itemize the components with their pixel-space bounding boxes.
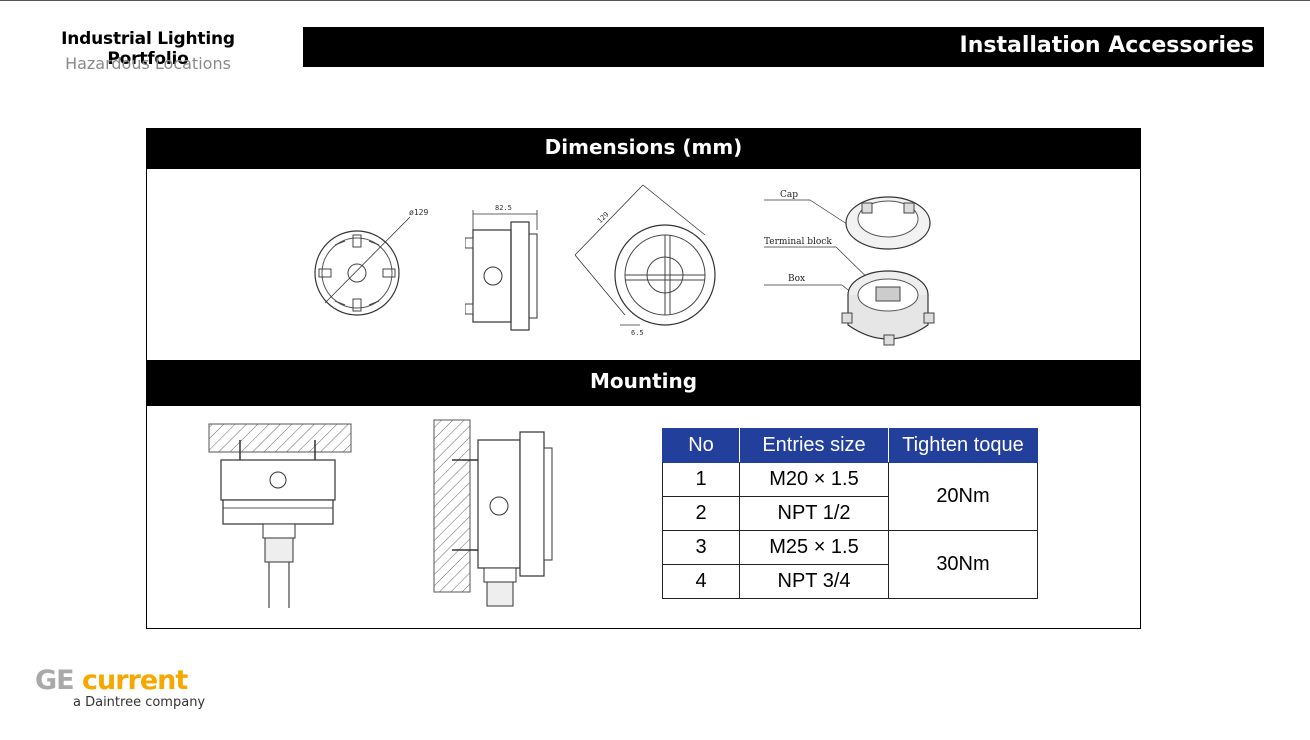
header-tighten-toque: Tighten toque: [888, 428, 1038, 463]
logo-current-text: current: [82, 665, 188, 696]
top-view-drawing: ø129: [314, 208, 428, 316]
mounting-section-title: Mounting: [147, 360, 1140, 406]
exploded-view-drawing: Cap Terminal block Box: [764, 190, 935, 346]
brand-title: Industrial Lighting Portfolio: [61, 29, 235, 69]
table-row: 4 NPT 3/4: [662, 564, 1038, 599]
box-label: Box: [788, 274, 805, 284]
row-size: M25 × 1.5: [739, 530, 889, 565]
table-row: 1 M20 × 1.5 20Nm: [662, 462, 1038, 531]
brand-subtitle: Hazardous Locations: [65, 54, 231, 73]
logo-ge-text: GE: [35, 665, 75, 696]
front-view-drawing: 129 6.5: [574, 184, 716, 337]
row-no: 2: [662, 496, 740, 531]
side-view-drawing: 82.5: [465, 204, 538, 331]
ge-current-logo: GE current: [35, 665, 188, 696]
row-no: 1: [662, 462, 740, 497]
torque-cell: 20Nm: [888, 462, 1038, 531]
content-frame: Dimensions (mm) Mounting: [146, 128, 1141, 629]
entries-torque-table: No Entries size Tighten toque 1 M20 × 1.…: [662, 428, 1038, 599]
row-no: 4: [662, 564, 740, 599]
ceiling-mount-drawing: [208, 423, 352, 608]
width-label: 82.5: [495, 204, 512, 212]
header-entries-size: Entries size: [739, 428, 889, 463]
terminal-block-label: Terminal block: [764, 237, 832, 247]
row-no: 3: [662, 530, 740, 565]
logo-tagline: a Daintree company: [73, 695, 206, 710]
wall-mount-drawing: [433, 419, 553, 607]
header-no: No: [662, 428, 740, 463]
dimensions-section-title: Dimensions (mm): [147, 129, 1140, 169]
row-size: NPT 1/2: [739, 496, 889, 531]
row-size: NPT 3/4: [739, 564, 889, 599]
hole-label: 6.5: [631, 329, 644, 337]
diameter-label: ø129: [409, 208, 428, 217]
cap-label: Cap: [780, 190, 798, 200]
torque-cell: 30Nm: [888, 530, 1038, 599]
top-rule: [0, 0, 1310, 1]
table-row: 2 NPT 1/2: [662, 496, 1038, 531]
diagonal-label: 129: [596, 210, 611, 225]
row-size: M20 × 1.5: [739, 462, 889, 497]
page-title-bar: Installation Accessories: [303, 27, 1264, 67]
page-title: Installation Accessories: [959, 33, 1254, 58]
table-row: 3 M25 × 1.5 30Nm: [662, 530, 1038, 599]
